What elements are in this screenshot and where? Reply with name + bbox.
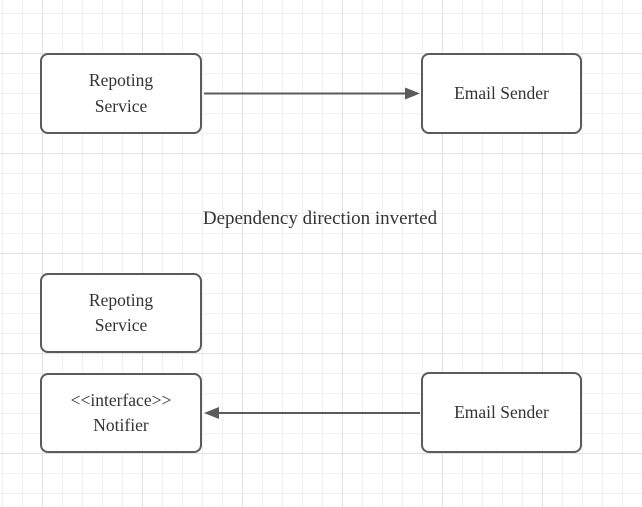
- node-label-line: Notifier: [93, 415, 149, 435]
- node-email-sender-top[interactable]: Email Sender: [421, 53, 582, 134]
- caption-dependency-direction[interactable]: Dependency direction inverted: [202, 208, 438, 229]
- dependency-arrow-top[interactable]: [204, 87, 420, 100]
- node-label-line: Repoting: [88, 289, 154, 310]
- node-email-sender-bottom[interactable]: Email Sender: [421, 372, 582, 453]
- dependency-arrow-bottom[interactable]: [204, 407, 420, 419]
- node-notifier-interface[interactable]: <<interface>> Notifier: [40, 373, 202, 453]
- node-label-line: Service: [94, 315, 148, 335]
- node-label: Email Sender: [454, 401, 549, 422]
- node-reporting-service-bottom[interactable]: Repoting Service: [40, 273, 202, 353]
- node-stereotype-line: <<interface>>: [70, 389, 172, 410]
- node-label-line: Service: [94, 95, 148, 116]
- node-label: Email Sender: [454, 82, 549, 103]
- node-reporting-service-top[interactable]: Repoting Service: [40, 53, 202, 134]
- node-label-line: Repoting: [88, 70, 154, 91]
- arrowhead-left-icon: [204, 407, 219, 419]
- arrowhead-right-icon: [405, 87, 420, 100]
